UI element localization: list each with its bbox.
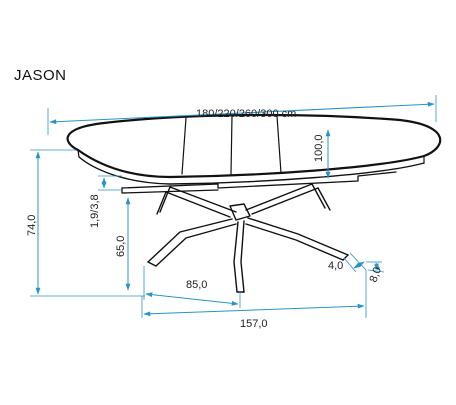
leg-span-label: 157,0 <box>240 318 268 330</box>
foot-width-label: 4,0 <box>328 260 343 272</box>
length-dimension-line <box>49 101 435 125</box>
table-apron <box>121 171 397 189</box>
dimension-lines <box>30 95 437 318</box>
table-outline <box>66 113 442 293</box>
table-top <box>66 113 442 179</box>
top-thickness-label: 1,9/3,8 <box>89 194 101 228</box>
half-span-label: 85,0 <box>186 279 207 291</box>
table-legs <box>147 183 349 293</box>
leaf-seam-3 <box>276 115 282 174</box>
leaf-seam-2 <box>230 115 233 175</box>
half-span-dimension-line <box>145 292 239 306</box>
leg-height-label: 65,0 <box>115 236 127 257</box>
width-label: 100,0 <box>313 134 325 162</box>
foot-width-dimension-line <box>353 261 365 269</box>
leaf-seam-1 <box>181 117 187 175</box>
product-title: JASON <box>14 67 67 84</box>
leg-span-dimension-line <box>143 303 365 317</box>
height-label: 74,0 <box>26 215 38 236</box>
foot-height-label: 8,0 <box>368 266 385 284</box>
length-label: 180/220/260/300 cm <box>196 108 296 120</box>
foot-height-dimension-line <box>373 262 381 271</box>
table-top-edge <box>78 156 425 185</box>
